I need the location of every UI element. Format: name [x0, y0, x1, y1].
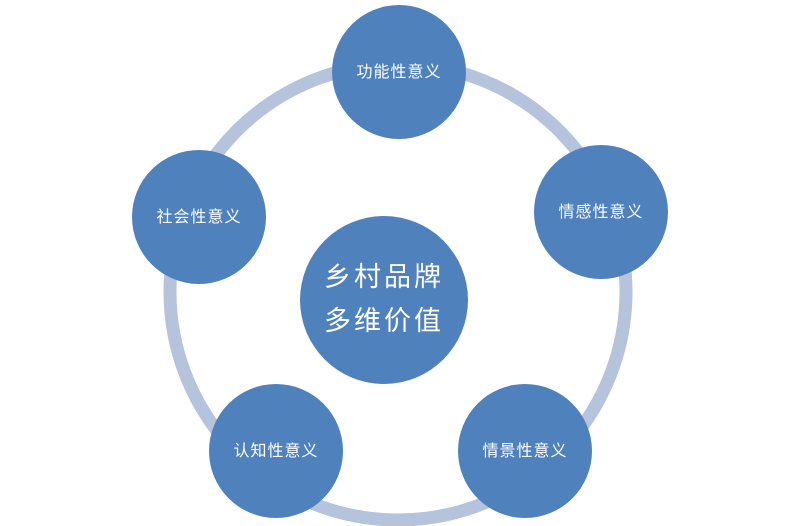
node-label: 情景性意义 — [482, 441, 568, 460]
node-label: 功能性意义 — [356, 62, 442, 81]
center-title-line2: 多维价值 — [324, 306, 444, 337]
node-label: 情感性意义 — [558, 202, 644, 221]
node-cognitive-meaning: 认知性意义 — [209, 384, 343, 518]
node-label: 社会性意义 — [156, 207, 242, 226]
node-social-meaning: 社会性意义 — [132, 150, 266, 284]
node-label: 认知性意义 — [233, 441, 319, 460]
center-title-line1: 乡村品牌 — [324, 262, 444, 293]
node-situational-meaning: 情景性意义 — [458, 384, 592, 518]
node-functional-meaning: 功能性意义 — [332, 5, 466, 139]
center-node: 乡村品牌 多维价值 — [300, 216, 468, 384]
node-emotional-meaning: 情感性意义 — [534, 145, 668, 279]
